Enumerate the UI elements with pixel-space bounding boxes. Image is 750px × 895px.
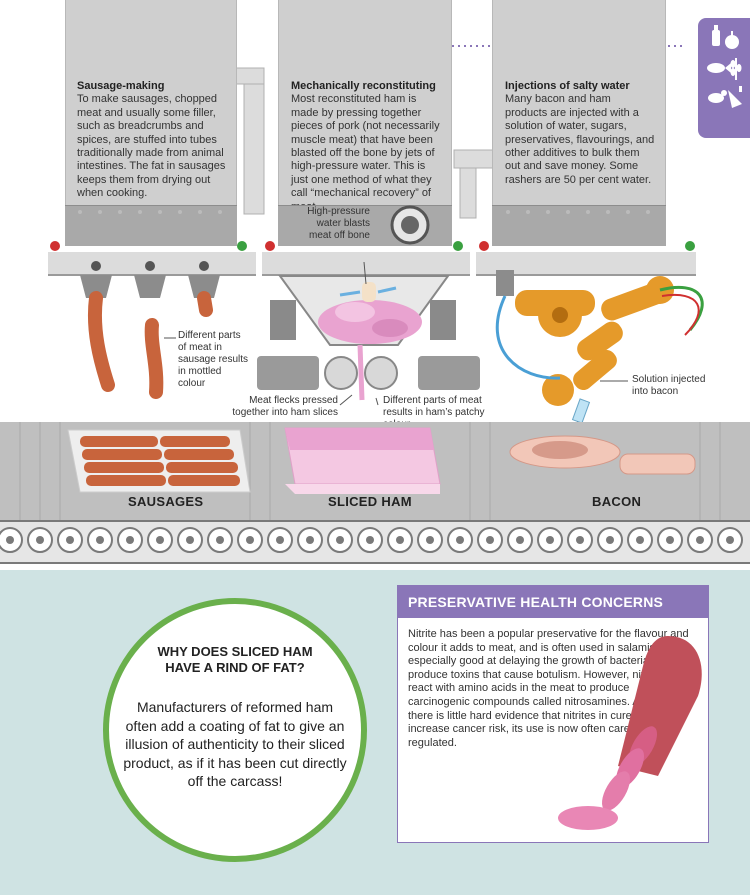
bacon-description: Many bacon and ham products are injected… — [505, 93, 655, 186]
fish-icon — [707, 63, 731, 73]
preservative-title: PRESERVATIVE HEALTH CONCERNS — [398, 586, 708, 618]
preservative-box: PRESERVATIVE HEALTH CONCERNS Nitrite has… — [397, 585, 709, 843]
machine-details — [50, 205, 704, 430]
ham-machine — [278, 0, 452, 205]
factory-illustration: 74/75 Sausage-making To make sau — [0, 0, 750, 564]
sausage-description: To make sausages, chopped meat and usual… — [77, 93, 226, 200]
meat-flecks-label: Meat flecks pressed together into ham sl… — [232, 395, 338, 418]
fat-question-circle: WHY DOES SLICED HAM HAVE A RIND OF FAT? … — [103, 598, 367, 862]
sausage-heading: Sausage-making — [77, 80, 165, 92]
conveyor-products — [19, 422, 721, 522]
food-icons — [707, 25, 742, 108]
carrot-icon — [728, 86, 742, 108]
salami-illustration — [558, 636, 702, 830]
product-label-bacon: BACON — [592, 494, 642, 509]
bird-icon — [708, 90, 727, 103]
product-label-sliced-ham: SLICED HAM — [328, 494, 412, 509]
sausage-panel — [65, 205, 237, 246]
bacon-machine — [492, 0, 666, 205]
sausage-machine-text: Sausage-making To make sausages, chopped… — [77, 80, 227, 201]
ham-heading: Mechanically reconstituting — [291, 80, 436, 92]
fat-question-answer: Manufacturers of reformed ham often add … — [123, 699, 347, 789]
fat-question-heading: WHY DOES SLICED HAM HAVE A RIND OF FAT? — [157, 644, 313, 675]
product-label-sausages: SAUSAGES — [128, 494, 204, 509]
sausage-machine — [65, 0, 237, 205]
apple-icon — [725, 31, 739, 49]
bottle-icon — [712, 25, 720, 46]
wheat-icon — [730, 58, 742, 80]
sausage-parts-label: Different parts of meat in sausage resul… — [178, 330, 249, 389]
bacon-panel — [492, 205, 666, 246]
bacon-heading: Injections of salty water — [505, 80, 630, 92]
bacon-machine-text: Injections of salty water Many bacon and… — [505, 80, 655, 187]
preservative-text: Nitrite has been a popular preservative … — [408, 628, 689, 749]
section-tab — [698, 18, 750, 138]
solution-injected-label: Solution injected into bacon — [632, 374, 706, 397]
high-pressure-label: High-pressure water blasts meat off bone — [307, 206, 370, 241]
pipes — [231, 67, 495, 219]
tread-wheels — [0, 527, 743, 553]
